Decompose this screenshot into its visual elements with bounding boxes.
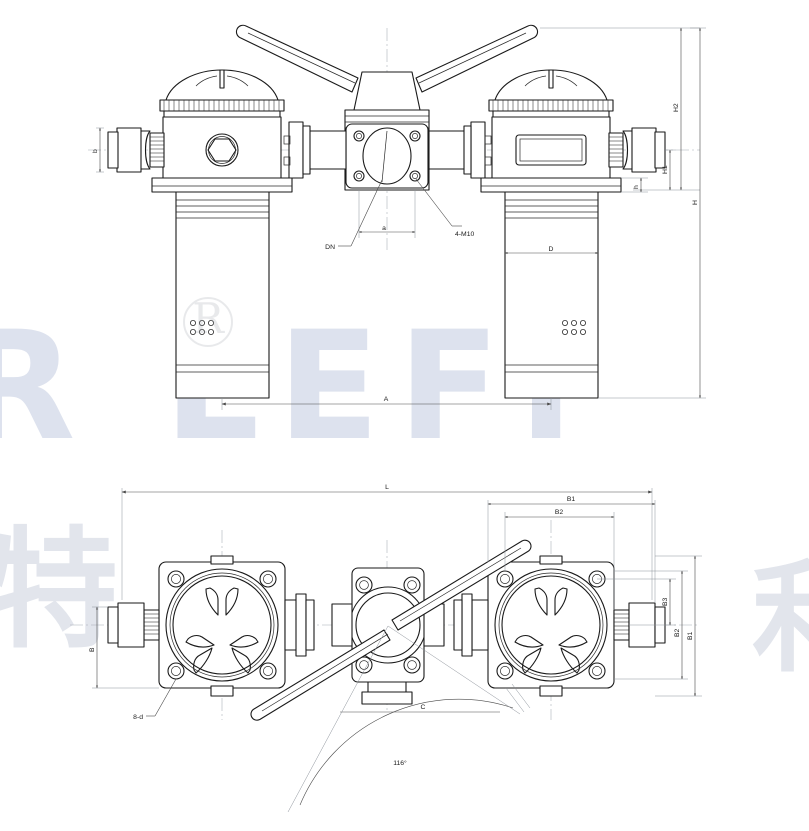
svg-text:R: R [192,294,225,343]
dimension-D: D [504,246,599,255]
angle-label-116: 116° [393,759,407,767]
front-view-group: b H2 H1 h [88,24,706,410]
dimension-label-H: H [692,200,699,205]
dimension-h: h [621,177,648,193]
dimension-B2-horizontal: B2 [504,509,615,610]
dimension-B1-horizontal: B1 [487,496,656,603]
top-view-group: L B1 B2 B [70,484,702,813]
dimension-label-B1-h: B1 [567,496,576,503]
angle-dimension-116: 116° [287,625,521,813]
dimension-label-B-v: B [89,647,96,652]
dimension-A: A [221,396,552,410]
dimension-B3-vertical: B3 [597,578,676,626]
valve-body-front [344,71,430,191]
dimension-label-H1: H1 [662,165,669,174]
valve-handle-top [250,539,532,721]
dimension-label-B3-v: B3 [662,597,669,606]
dimension-label-A: A [384,396,389,403]
leader-4-M10: 4-M10 [415,178,474,238]
dimension-b: b [92,127,104,173]
valve-handle-front [235,24,539,93]
filter-right-top [453,555,666,697]
filter-left-top [107,555,315,697]
dimension-B-vertical: B [89,606,159,689]
dimension-H1: H1 [662,149,676,191]
dimension-label-b: b [92,149,99,153]
filter-right-front [480,69,666,399]
registered-trademark-watermark: R [183,294,233,347]
dimension-label-a: a [382,225,386,232]
leader-DN: DN [325,179,383,251]
leader-label-8-d: 8-d [133,714,143,721]
dimension-label-B2-h: B2 [555,509,564,516]
dimension-label-B1-v: B1 [687,631,694,640]
dimension-C: C [340,704,500,713]
dimension-a: a [358,190,416,238]
leader-label-4-M10: 4-M10 [455,231,474,238]
dimension-label-L: L [385,484,389,491]
dimension-L: L [121,484,653,600]
dimension-B2-vertical: B2 [614,570,688,680]
filter-left-front [107,69,293,399]
dimension-label-D: D [549,246,554,253]
valve-body-top [331,567,445,705]
dimension-label-h: h [633,185,640,189]
dimension-H: H [598,27,706,399]
dimension-H2: H2 [540,27,700,191]
leader-label-DN: DN [325,244,335,251]
connecting-pipes-front [283,121,492,179]
dimension-B1-vertical: B1 [655,555,702,697]
dimension-label-B2-v: B2 [674,628,681,637]
dimension-label-C: C [421,704,426,711]
dimension-label-H2: H2 [673,103,680,112]
leader-8-d: 8-d [133,678,177,721]
